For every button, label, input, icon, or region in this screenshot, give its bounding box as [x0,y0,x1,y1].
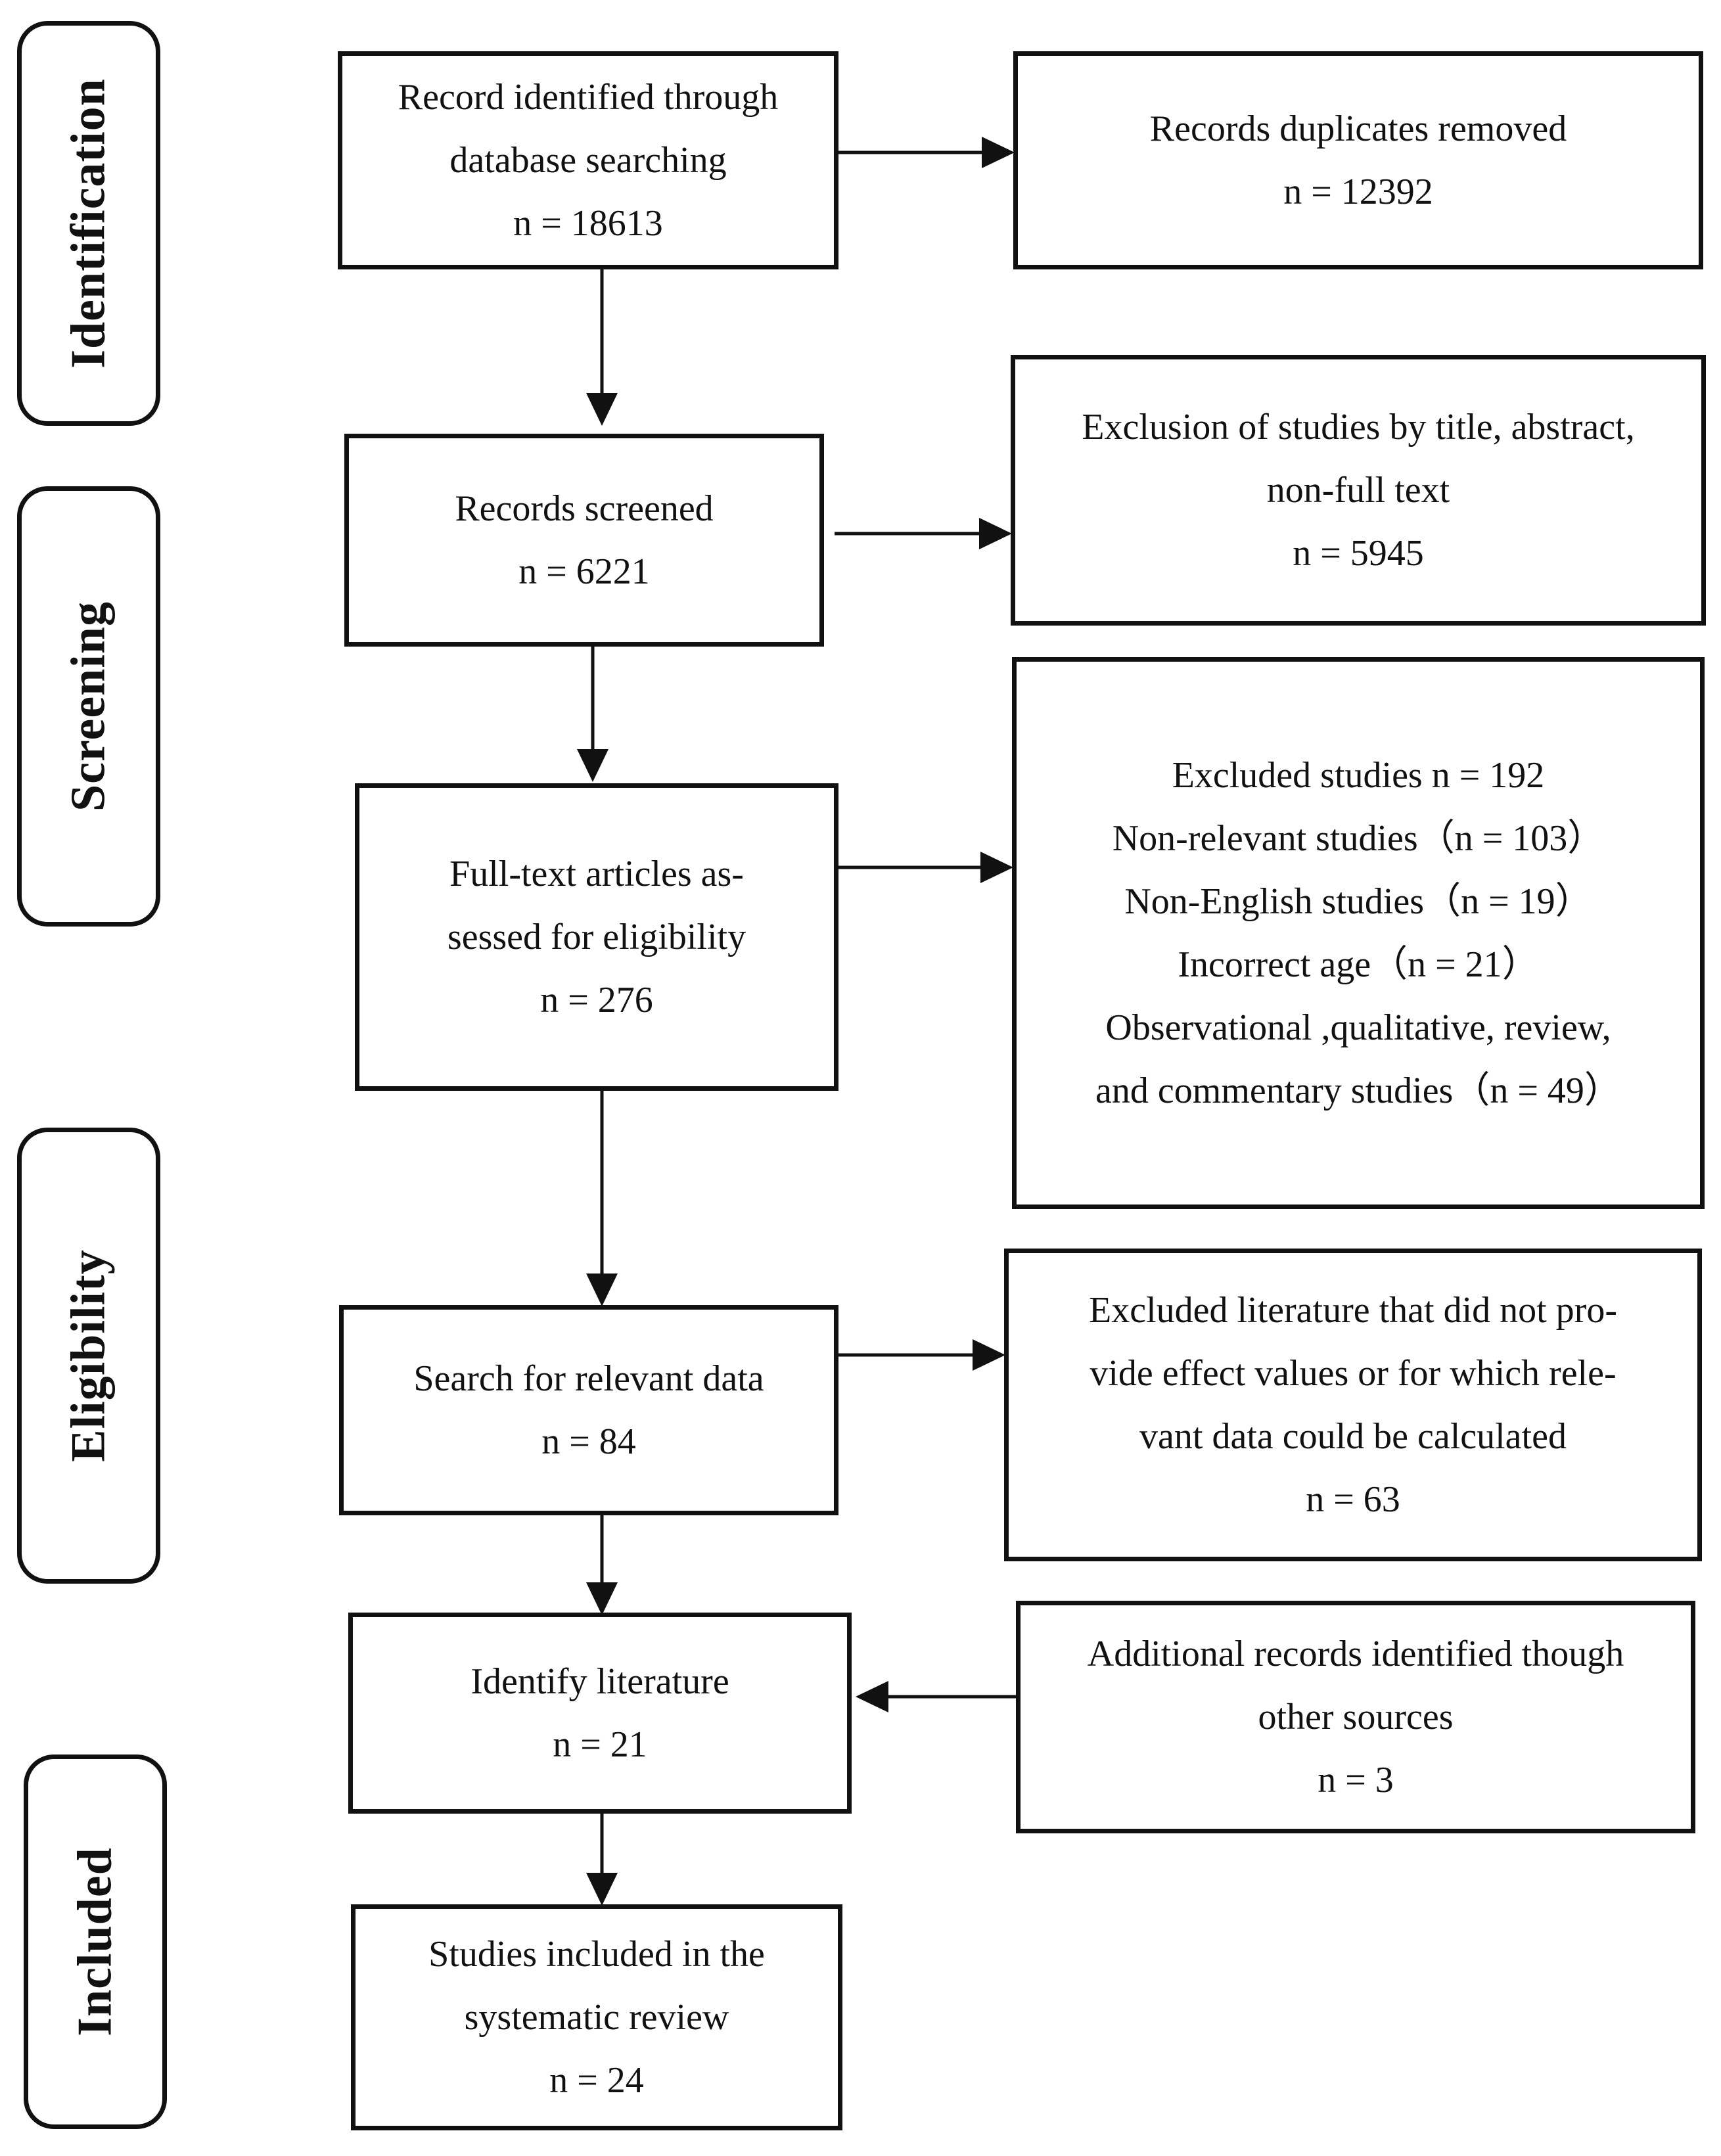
full-text-excluded-incorrect-age: Incorrect age（n = 21） [1178,944,1539,985]
arrow-identified-to-screened [586,269,618,426]
stage-included: Included [24,1755,167,2129]
arrow-screened-to-excluded [835,518,1012,549]
full-text-excluded-non-relevant: Non-relevant studies（n = 103） [1112,818,1605,859]
records-screened-count: n = 6221 [518,551,650,592]
duplicates-removed-count: n = 12392 [1283,172,1433,212]
additional-records-line-1: Additional records identified though [1087,1634,1624,1674]
arrow-additional-to-identify [856,1681,1017,1712]
arrow-search-to-identify [586,1515,618,1615]
arrow-assessed-to-search [586,1091,618,1306]
records-identified-line-2: database searching [449,140,727,181]
arrow-assessed-to-excluded [838,852,1013,883]
duplicates-removed-label: Records duplicates removed [1149,108,1567,149]
stage-screening: Screening [17,486,160,927]
title-abstract-excluded-line-1: Exclusion of studies by title, abstract, [1082,407,1635,447]
additional-records-count: n = 3 [1318,1760,1394,1800]
full-text-assessed-line-1: Full-text articles as- [449,854,744,894]
search-relevant-data-count: n = 84 [541,1421,636,1462]
box-records-screened: Records screened n = 6221 [344,434,824,647]
box-identify-literature: Identify literature n = 21 [348,1613,852,1814]
no-effect-values-count: n = 63 [1306,1479,1400,1520]
search-relevant-data-label: Search for relevant data [413,1358,764,1399]
arrow-identified-to-duplicates [838,137,1015,168]
studies-included-count: n = 24 [549,2060,644,2101]
records-screened-label: Records screened [455,488,714,529]
box-duplicates-removed: Records duplicates removed n = 12392 [1013,51,1703,269]
full-text-excluded-total: Excluded studies n = 192 [1172,755,1545,796]
box-title-abstract-excluded: Exclusion of studies by title, abstract,… [1011,355,1706,626]
additional-records-line-2: other sources [1258,1697,1454,1737]
box-search-relevant-data: Search for relevant data n = 84 [339,1305,838,1515]
box-records-identified: Record identified through database searc… [338,51,838,269]
title-abstract-excluded-count: n = 5945 [1293,533,1424,574]
box-additional-records: Additional records identified though oth… [1016,1601,1695,1833]
full-text-excluded-observational-line-1: Observational ,qualitative, review, [1105,1007,1611,1048]
box-studies-included: Studies included in the systematic revie… [351,1904,842,2130]
identify-literature-count: n = 21 [553,1724,647,1765]
box-full-text-excluded: Excluded studies n = 192 Non-relevant st… [1012,657,1705,1209]
arrow-search-to-excluded [838,1339,1005,1371]
full-text-excluded-non-english: Non-English studies（n = 19） [1124,881,1592,922]
stage-identification: Identification [17,21,160,426]
box-no-effect-values-excluded: Excluded literature that did not pro- vi… [1004,1249,1702,1561]
identify-literature-label: Identify literature [470,1661,729,1702]
full-text-assessed-count: n = 276 [540,980,653,1021]
arrow-screened-to-assessed [577,647,608,782]
full-text-excluded-observational-line-2: and commentary studies（n = 49） [1095,1070,1621,1111]
records-identified-count: n = 18613 [513,203,663,244]
no-effect-values-line-1: Excluded literature that did not pro- [1089,1290,1617,1331]
no-effect-values-line-2: vide effect values or for which rele- [1090,1353,1617,1394]
title-abstract-excluded-line-2: non-full text [1266,470,1450,511]
studies-included-line-2: systematic review [464,1997,729,2038]
studies-included-line-1: Studies included in the [428,1934,765,1975]
stage-eligibility: Eligibility [17,1128,160,1584]
records-identified-line-1: Record identified through [398,77,779,118]
box-full-text-assessed: Full-text articles as- sessed for eligib… [355,783,838,1091]
full-text-assessed-line-2: sessed for eligibility [447,917,746,957]
arrow-identify-to-included [586,1814,618,1906]
no-effect-values-line-3: vant data could be calculated [1139,1416,1567,1457]
